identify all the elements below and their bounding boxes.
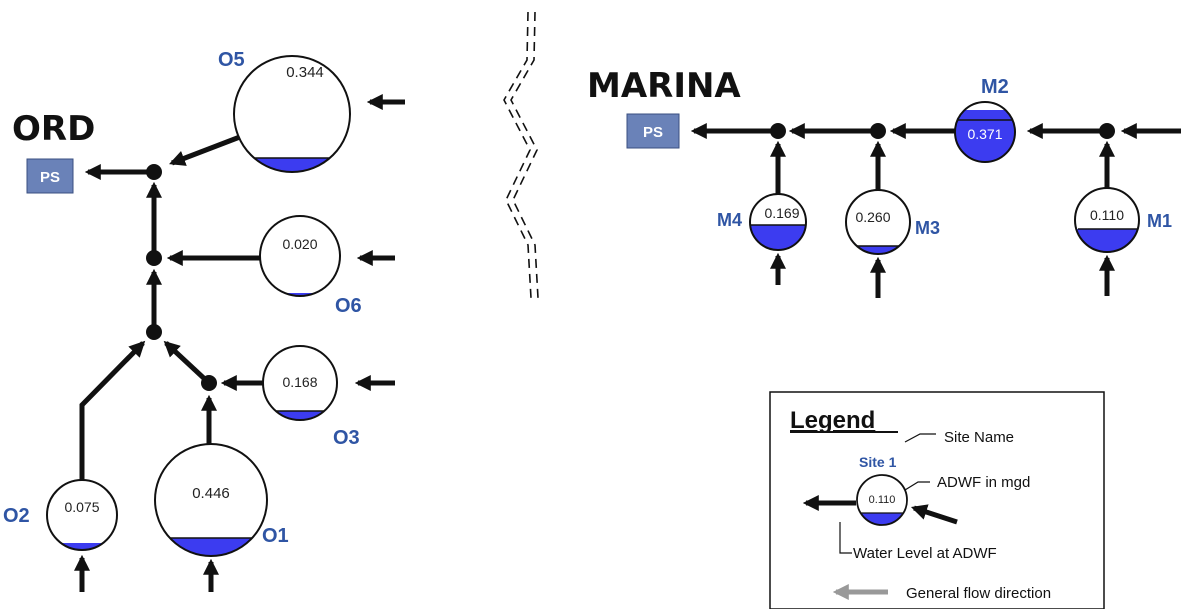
water-level-o2 [47,543,117,550]
site-label-m3: M3 [915,218,940,238]
ord-junctions [146,164,217,391]
marina-junctions [770,123,1115,139]
water-level-o3 [263,411,337,420]
adwf-value-o5: 0.344 [286,64,324,81]
ord-pipe-o5 [169,132,246,166]
adwf-value-o1: 0.446 [192,485,230,502]
site-label-m1: M1 [1147,211,1172,231]
site-o2[interactable]: 0.075 O2 [3,479,122,553]
legend-site-name-label: Site Name [944,429,1014,446]
marina-pipes [690,122,1181,298]
adwf-value-m4: 0.169 [764,205,799,221]
site-o5[interactable]: 0.344 O5 [218,49,354,178]
ord-pump-station[interactable]: PS [26,158,74,194]
ord-title: ORD [12,109,95,149]
adwf-value-m1: 0.110 [1090,207,1124,223]
site-label-o6: O6 [335,295,362,317]
site-label-o3: O3 [333,427,360,449]
site-label-o5: O5 [218,49,245,71]
diagram-break-symbol [503,11,539,299]
adwf-value-o6: 0.020 [282,236,317,252]
ord-junction-3 [146,324,162,340]
legend-example-site: 0.110 [856,474,908,526]
site-o3[interactable]: 0.168 O3 [258,345,360,449]
water-level-m3 [846,246,910,254]
site-label-m4: M4 [717,210,742,230]
legend-leader-water-level [839,522,852,554]
site-o1[interactable]: 0.446 O1 [150,443,289,560]
site-label-m2: M2 [981,76,1009,98]
adwf-value-o2: 0.075 [64,499,99,515]
legend-leader-site-name [904,433,936,443]
marina-pump-station[interactable]: PS [626,113,680,149]
site-m1[interactable]: 0.110 M1 [1072,187,1172,255]
water-level-o5 [234,158,350,172]
ord-junction-4 [201,375,217,391]
marina-title: MARINA [587,66,741,106]
site-label-o1: O1 [262,525,289,547]
legend-title: Legend [790,407,875,434]
ord-pipes [73,93,405,592]
ord-pipe-n4-n3 [163,340,211,385]
legend-flow-label: General flow direction [906,585,1051,602]
site-m3[interactable]: 0.260 M3 [842,189,940,260]
ord-junction-1 [146,164,162,180]
ord-pipe-o2 [79,340,146,480]
site-o6[interactable]: 0.020 O6 [256,215,362,317]
ord-junction-2 [146,250,162,266]
ord-network: ORD PS [3,49,405,592]
legend-inflow-arrow [910,504,958,525]
site-m2[interactable]: 0.371 M2 [950,76,1020,170]
adwf-value-o3: 0.168 [282,374,317,390]
legend-water-level-label: Water Level at ADWF [853,545,997,562]
site-label-o2: O2 [3,505,30,527]
marina-ps-label: PS [643,124,663,141]
legend: Legend Site 1 Site Name 0.110 ADWF in mg… [769,391,1105,609]
adwf-value-m2: 0.371 [967,126,1002,142]
legend-adwf-label: ADWF in mgd [937,474,1030,491]
marina-network: MARINA PS 0 [587,66,1181,298]
legend-leader-adwf [904,481,930,491]
site-m4[interactable]: 0.169 M4 [717,193,810,255]
water-level-m1 [1075,229,1139,252]
adwf-value-m3: 0.260 [855,209,890,225]
water-level-o6 [260,293,340,296]
legend-site-example: Site 1 [859,454,897,470]
legend-example-value: 0.110 [869,494,896,506]
ord-ps-label: PS [40,169,60,186]
